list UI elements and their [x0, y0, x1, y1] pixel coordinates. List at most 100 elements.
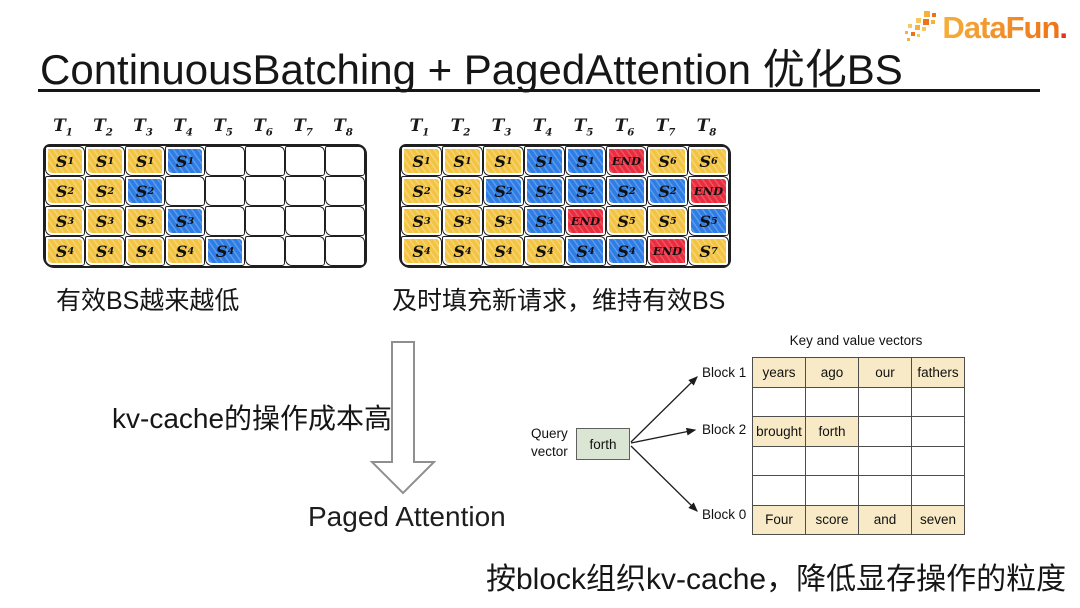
kv-table-cell	[858, 475, 912, 506]
kv-table-row	[752, 386, 965, 417]
time-header-label: T2	[450, 115, 471, 139]
title-underline	[38, 89, 1040, 92]
logo-dot: .	[1059, 10, 1068, 45]
kv-table-cell	[911, 416, 965, 447]
kv-table-cell	[911, 445, 965, 476]
left-grid-caption: 有效BS越来越低	[56, 287, 240, 315]
right-grid-caption: 及时填充新请求，维持有效BS	[392, 287, 726, 315]
batch-cell	[285, 146, 325, 176]
kv-table-cell: fathers	[911, 357, 965, 388]
time-header-label: T8	[333, 115, 353, 139]
logo-wordmark: DataFun	[942, 8, 1060, 48]
batch-cell	[285, 206, 325, 236]
batch-cell	[165, 176, 205, 206]
logo-pixels-icon	[905, 11, 937, 41]
kv-table-cell: score	[805, 504, 859, 535]
page-title: ContinuousBatching + PagedAttention 优化BS	[40, 46, 903, 93]
kv-table-cell	[911, 475, 965, 506]
kv-table-cell	[752, 386, 806, 417]
query-label-line1: Query	[531, 426, 568, 441]
kv-table-cell: our	[858, 357, 912, 388]
kv-table-cell: brought	[752, 416, 806, 447]
time-header-label: T3	[133, 115, 153, 139]
time-header-label: T7	[293, 115, 313, 139]
time-header-label: T3	[491, 115, 512, 139]
query-arrow-block1	[630, 376, 698, 443]
kv-table-cell	[752, 475, 806, 506]
batch-cell	[205, 206, 245, 236]
kv-table-cell: Four	[752, 504, 806, 535]
kv-table-cell	[805, 475, 859, 506]
batch-cell: END	[647, 236, 688, 266]
kv-table-cell: ago	[805, 357, 859, 388]
query-vector-box: forth	[576, 428, 630, 460]
time-header-label: T1	[409, 115, 430, 139]
kv-table-row	[752, 475, 965, 506]
kv-table-cell	[752, 445, 806, 476]
batch-cell	[285, 236, 325, 266]
time-header-label: T5	[573, 115, 594, 139]
batch-cell	[205, 176, 245, 206]
time-header-label: T5	[213, 115, 233, 139]
kv-table-row	[752, 445, 965, 476]
time-header-label: T7	[655, 115, 676, 139]
batch-cell	[325, 176, 365, 206]
batch-cell	[205, 146, 245, 176]
query-label-line2: vector	[531, 443, 568, 459]
batch-cell	[325, 146, 365, 176]
time-header-label: T4	[532, 115, 553, 139]
kv-table-cell	[805, 445, 859, 476]
time-header-label: T8	[696, 115, 717, 139]
query-vector-label: Query vector	[531, 425, 568, 460]
batch-cell	[245, 236, 285, 266]
time-header-label: T6	[253, 115, 273, 139]
paged-attention-label: Paged Attention	[308, 501, 506, 532]
kv-table-cell: years	[752, 357, 806, 388]
kv-cache-cost-label: kv-cache的操作成本高	[112, 403, 393, 434]
kv-table-cell	[858, 445, 912, 476]
batch-cell: END	[606, 146, 647, 176]
block-1-label: Block 1	[702, 365, 747, 380]
footer-caption: 按block组织kv-cache，降低显存操作的粒度	[486, 563, 1067, 596]
batch-cell	[285, 176, 325, 206]
kv-table-cell	[911, 386, 965, 417]
